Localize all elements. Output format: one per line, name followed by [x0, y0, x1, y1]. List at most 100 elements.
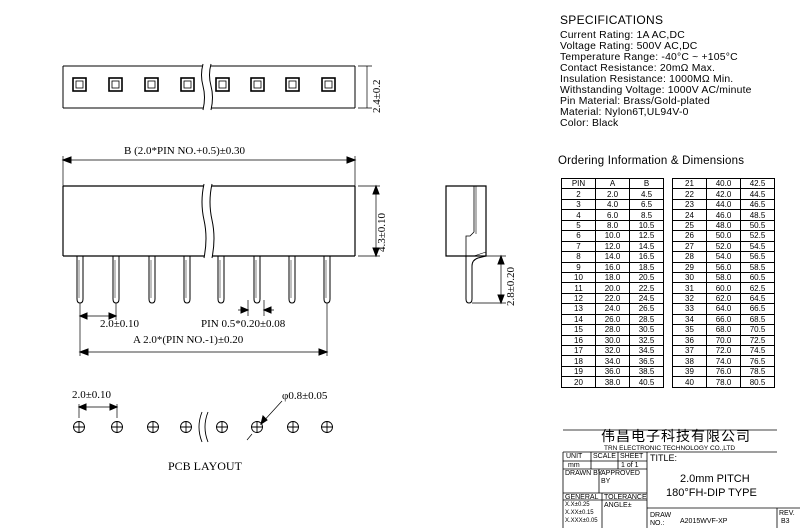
table-cell: 68.5: [740, 313, 775, 326]
draw-no-value: A2015WVF-XP: [680, 518, 728, 525]
table-cell: 20.5: [629, 271, 664, 284]
table-gap: [663, 345, 673, 356]
table-cell: 38.5: [629, 365, 664, 378]
table-cell: 34.0: [595, 355, 630, 367]
table-cell: 39: [672, 365, 707, 378]
table-cell: 50.0: [706, 230, 741, 242]
table-cell: 42.5: [740, 177, 775, 190]
spec-line: Contact Resistance: 20mΩ Max.: [560, 63, 716, 74]
table-cell: 8.5: [629, 209, 664, 221]
table-cell: 18: [561, 355, 596, 367]
general-label: GENERAL: [565, 494, 599, 501]
table-cell: 44.5: [740, 188, 775, 200]
table-cell: 78.5: [740, 365, 775, 378]
table-cell: 74.5: [740, 344, 775, 357]
table-cell: 14: [561, 313, 596, 326]
table-gap: [663, 355, 673, 367]
table-cell: 66.5: [740, 303, 775, 315]
table-cell: 36.5: [629, 355, 664, 367]
table-cell: 12.0: [595, 240, 630, 253]
table-cell: 38.0: [595, 376, 630, 388]
front-view-pins: [76, 256, 331, 304]
table-cell: 19: [561, 365, 596, 378]
unit-value: mm: [568, 462, 580, 469]
tolerance-2: X.XX±0.15: [565, 510, 594, 516]
table-cell: 54.5: [740, 240, 775, 253]
dim-pin-size: PIN 0.5*0.20±0.08: [201, 318, 286, 330]
angle-label: ANGLE±: [604, 502, 632, 509]
table-cell: 17: [561, 344, 596, 357]
table-cell: 6.5: [629, 198, 664, 211]
scale-label: SCALE: [593, 453, 616, 460]
table-cell: 38: [672, 355, 707, 367]
dim-body-height: 4.3±0.10: [376, 212, 388, 252]
table-cell: 22.0: [595, 292, 630, 305]
sheet-value: 1 of 1: [621, 462, 639, 469]
table-cell: 64.5: [740, 292, 775, 305]
table-cell: 9: [561, 261, 596, 273]
table-cell: 18.5: [629, 261, 664, 273]
table-cell: 76.5: [740, 355, 775, 367]
table-cell: 30.5: [629, 324, 664, 336]
draw-no-label: DRAW NO.:: [650, 512, 672, 527]
table-gap: [663, 314, 673, 325]
table-gap: [663, 178, 673, 189]
rev-value: B3: [781, 518, 790, 525]
table-cell: 13: [561, 303, 596, 315]
drawn-by-label: DRAWN BY: [565, 470, 603, 477]
table-gap: [663, 241, 673, 252]
table-gap: [663, 262, 673, 273]
table-cell: 16: [561, 334, 596, 347]
table-cell: 56.0: [706, 261, 741, 273]
table-cell: 24: [672, 209, 707, 221]
table-cell: 24.5: [629, 292, 664, 305]
table-cell: 10: [561, 271, 596, 284]
table-gap: [663, 282, 673, 294]
table-cell: 30: [672, 271, 707, 284]
table-gap: [663, 303, 673, 315]
table-cell: 34: [672, 313, 707, 326]
table-cell: 33: [672, 303, 707, 315]
table-cell: 22.5: [629, 282, 664, 294]
table-cell: 48.5: [740, 209, 775, 221]
title-label: TITLE:: [650, 453, 678, 463]
table-cell: 64.0: [706, 303, 741, 315]
table-cell: 56.5: [740, 251, 775, 263]
table-cell: 16.0: [595, 261, 630, 273]
table-cell: B: [629, 177, 664, 190]
table-cell: 48.0: [706, 219, 741, 232]
table-gap: [663, 188, 673, 200]
table-cell: 29: [672, 261, 707, 273]
table-cell: 26.0: [595, 313, 630, 326]
front-view: [61, 156, 380, 356]
specifications-title: SPECIFICATIONS: [560, 13, 664, 27]
dim-b-length: B (2.0*PIN NO.+0.5)±0.30: [124, 145, 246, 157]
table-cell: 72.5: [740, 334, 775, 347]
table-gap: [663, 209, 673, 221]
drawing-title-line2: 180°FH-DIP TYPE: [666, 487, 757, 499]
table-cell: 4: [561, 209, 596, 221]
tolerance-1: X.X±0.25: [565, 502, 590, 508]
tolerance-label: TOLERANCE: [604, 494, 647, 501]
rev-label: REV.: [779, 510, 795, 517]
dim-hole-diameter: φ0.8±0.05: [282, 390, 328, 402]
table-cell: 40.5: [629, 376, 664, 388]
table-gap: [663, 324, 673, 336]
spec-line: Current Rating: 1A AC,DC: [560, 30, 685, 41]
top-view: [62, 63, 372, 111]
